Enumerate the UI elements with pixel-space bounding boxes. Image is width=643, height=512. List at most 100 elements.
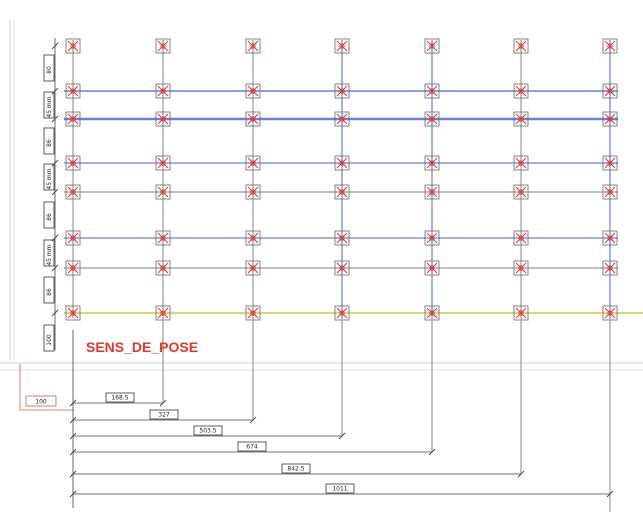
cross-plate-icon xyxy=(602,38,618,54)
vertical-dimension-box xyxy=(43,54,55,82)
cross-plate-icon xyxy=(245,155,261,171)
cross-plate-icon xyxy=(245,184,261,200)
dimension-tick xyxy=(51,188,59,196)
cross-plate-icon xyxy=(155,38,171,54)
cross-plate-icon xyxy=(65,38,81,54)
cross-plate-icon xyxy=(602,260,618,276)
dimension-tick xyxy=(69,470,77,478)
cross-plate-icon xyxy=(245,38,261,54)
horizontal-dimension-text: 168.5 xyxy=(111,395,128,402)
dimension-tick xyxy=(51,234,59,242)
cross-plate-icon xyxy=(65,83,81,99)
vertical-dimension-text: 86 xyxy=(46,288,53,296)
cross-plate-icon xyxy=(424,38,440,54)
cross-plate-icon xyxy=(334,111,350,127)
vertical-dimension-text: 45 mm xyxy=(46,244,53,265)
vertical-dimension-box xyxy=(43,91,55,119)
cross-plate-icon xyxy=(65,184,81,200)
horizontal-dimension-box xyxy=(149,409,179,420)
cross-plate-icon xyxy=(155,184,171,200)
horizontal-dimension-box xyxy=(105,392,135,403)
horizontal-dimension-text: 503.5 xyxy=(199,428,216,435)
dimension-tick xyxy=(69,432,77,440)
cross-plate-icon xyxy=(155,155,171,171)
bottom-left-dimension: 100 xyxy=(19,364,74,411)
cross-plate-icon xyxy=(334,184,350,200)
bottom-left-dimension-box xyxy=(25,395,57,407)
cross-plate-icon xyxy=(334,260,350,276)
cross-plate-icon xyxy=(334,155,350,171)
dimension-tick xyxy=(51,115,59,123)
cross-plate-icon xyxy=(513,38,529,54)
dimension-tick xyxy=(51,87,59,95)
cross-plate-icon xyxy=(513,260,529,276)
cross-plate-icon xyxy=(424,83,440,99)
horizontal-dimension-text: 842.5 xyxy=(287,466,304,473)
cross-plate-icon xyxy=(513,184,529,200)
cross-plate-icon xyxy=(513,155,529,171)
cross-plate-icon xyxy=(65,305,81,321)
dimension-tick xyxy=(428,448,436,456)
vertical-dimension-box xyxy=(43,239,55,267)
cross-plate-icon xyxy=(65,260,81,276)
horizontal-dimension-text: 1011 xyxy=(332,486,347,493)
dimension-tick xyxy=(159,399,167,407)
vertical-dimension-text: 86 xyxy=(46,213,53,221)
vertical-dimension-text: 45 mm xyxy=(46,168,53,189)
cross-plate-icon xyxy=(334,83,350,99)
dimension-tick xyxy=(338,432,346,440)
cross-plate-icon xyxy=(424,184,440,200)
horizontal-dimension-box xyxy=(193,425,223,436)
dimension-tick xyxy=(69,448,77,456)
dimension-tick xyxy=(606,490,614,498)
vertical-dimension-box xyxy=(43,201,55,229)
grid-marks xyxy=(65,38,618,321)
cross-plate-icon xyxy=(65,230,81,246)
cross-plate-icon xyxy=(245,111,261,127)
cross-plate-icon xyxy=(602,83,618,99)
cross-plate-icon xyxy=(155,305,171,321)
cross-plate-icon xyxy=(155,83,171,99)
dimension-tick xyxy=(69,399,77,407)
vertical-dimension-text: 86 xyxy=(46,139,53,147)
dimension-tick xyxy=(51,264,59,272)
vertical-dimension-text: 45 mm xyxy=(46,96,53,117)
cross-plate-icon xyxy=(155,111,171,127)
cross-plate-icon xyxy=(424,230,440,246)
vertical-dimension-box xyxy=(43,163,55,191)
cross-plate-icon xyxy=(334,38,350,54)
horizontal-dimension-box xyxy=(325,483,355,494)
vertical-dimension-box xyxy=(43,276,55,304)
bottom-left-dimension-text: 100 xyxy=(35,399,47,406)
cross-plate-icon xyxy=(65,155,81,171)
beam-lines xyxy=(64,90,643,314)
cross-plate-icon xyxy=(513,111,529,127)
dimension-tick xyxy=(249,416,257,424)
cross-plate-icon xyxy=(245,230,261,246)
cross-plate-icon xyxy=(602,111,618,127)
horizontal-dimension-text: 327 xyxy=(158,412,170,419)
cross-plate-icon xyxy=(424,155,440,171)
vertical-dimension-text: 100 xyxy=(46,334,53,346)
cross-plate-icon xyxy=(602,230,618,246)
cross-plate-icon xyxy=(513,230,529,246)
cross-plate-icon xyxy=(513,83,529,99)
vertical-dimension-box xyxy=(43,127,55,155)
dimension-tick xyxy=(69,416,77,424)
cross-plate-icon xyxy=(424,260,440,276)
cross-plate-icon xyxy=(155,260,171,276)
cross-plate-icon xyxy=(334,230,350,246)
post-lines xyxy=(72,40,611,318)
horizontal-dimension-box xyxy=(237,441,267,452)
cross-plate-icon xyxy=(155,230,171,246)
cross-plate-icon xyxy=(245,83,261,99)
cross-plate-icon xyxy=(65,111,81,127)
cross-plate-icon xyxy=(602,155,618,171)
dimension-tick xyxy=(69,490,77,498)
dimension-tick xyxy=(51,42,59,50)
cross-plate-icon xyxy=(245,260,261,276)
dimension-tick xyxy=(51,309,59,317)
